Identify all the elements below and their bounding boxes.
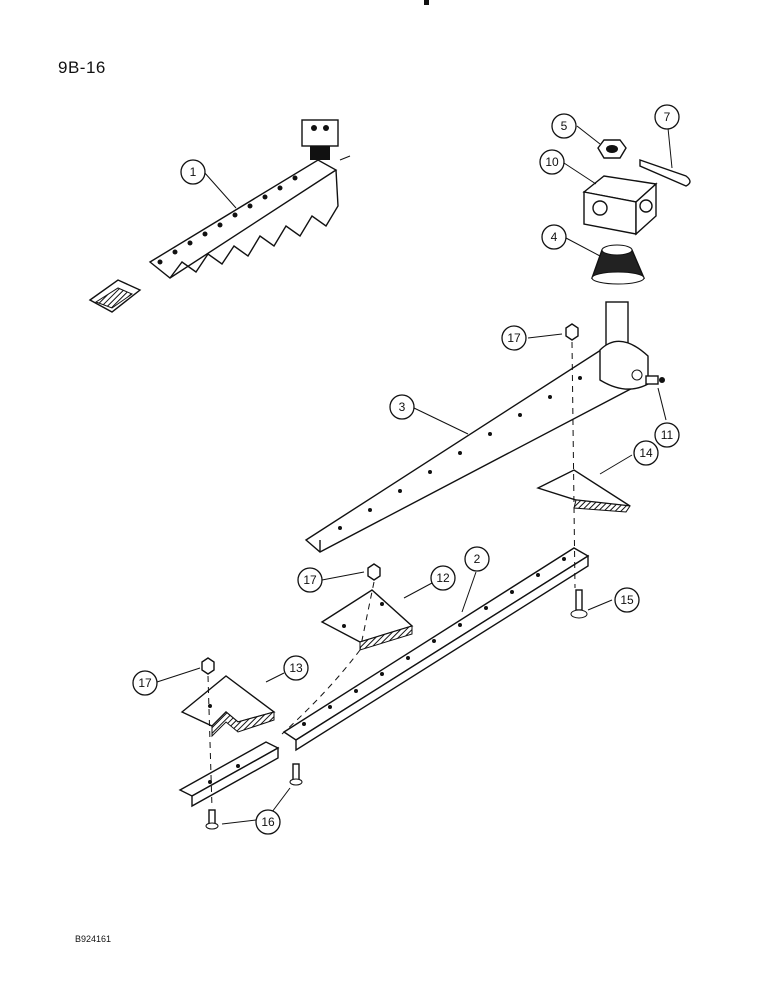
callout-3: 3	[389, 394, 415, 420]
alignment-lines	[207, 341, 576, 809]
svg-text:17: 17	[507, 331, 521, 345]
page-number: 9B-16	[58, 58, 106, 77]
svg-text:4: 4	[551, 230, 558, 244]
bearing-block	[582, 175, 658, 236]
cotter-pin	[639, 159, 691, 187]
svg-text:5: 5	[561, 119, 568, 133]
bolt	[205, 589, 588, 830]
knife-section-12	[320, 589, 414, 651]
callout-17-top: 17	[501, 325, 527, 351]
svg-text:15: 15	[620, 593, 634, 607]
svg-text:13: 13	[289, 661, 303, 675]
callout-12: 12	[430, 565, 456, 591]
callout-10: 10	[539, 149, 565, 175]
knife-head-arm	[304, 301, 649, 553]
knife-section-14	[536, 469, 631, 513]
svg-text:14: 14	[639, 446, 653, 460]
callout-11: 11	[654, 422, 680, 448]
lock-nut	[201, 323, 579, 675]
knife-back-bar	[282, 547, 590, 752]
callout-17-mid: 17	[297, 567, 323, 593]
assembled-knife-drawing	[88, 119, 351, 313]
castle-nut	[597, 139, 627, 159]
svg-text:12: 12	[436, 571, 450, 585]
svg-text:10: 10	[545, 155, 559, 169]
callout-16: 16	[255, 809, 281, 835]
bearing-cone	[591, 244, 646, 285]
callout-17-low: 17	[132, 670, 158, 696]
svg-text:7: 7	[664, 110, 671, 124]
callout-2: 2	[464, 546, 490, 572]
callout-1: 1	[180, 159, 206, 185]
svg-text:17: 17	[303, 573, 317, 587]
leader-lines	[156, 125, 673, 825]
svg-text:3: 3	[399, 400, 406, 414]
callout-14: 14	[633, 440, 659, 466]
end-bar	[178, 741, 280, 808]
callout-7: 7	[654, 104, 680, 130]
callout-4: 4	[541, 224, 567, 250]
svg-text:1: 1	[190, 165, 197, 179]
svg-text:16: 16	[261, 815, 275, 829]
svg-text:11: 11	[661, 428, 674, 442]
grease-fitting	[645, 375, 665, 385]
svg-text:17: 17	[138, 676, 152, 690]
callout-15: 15	[614, 587, 640, 613]
figure-code: B924161	[75, 934, 112, 944]
callout-13: 13	[283, 655, 309, 681]
callout-5: 5	[551, 113, 577, 139]
svg-text:2: 2	[474, 552, 481, 566]
knife-section-13	[180, 675, 276, 738]
top-edge-mark	[424, 0, 429, 5]
